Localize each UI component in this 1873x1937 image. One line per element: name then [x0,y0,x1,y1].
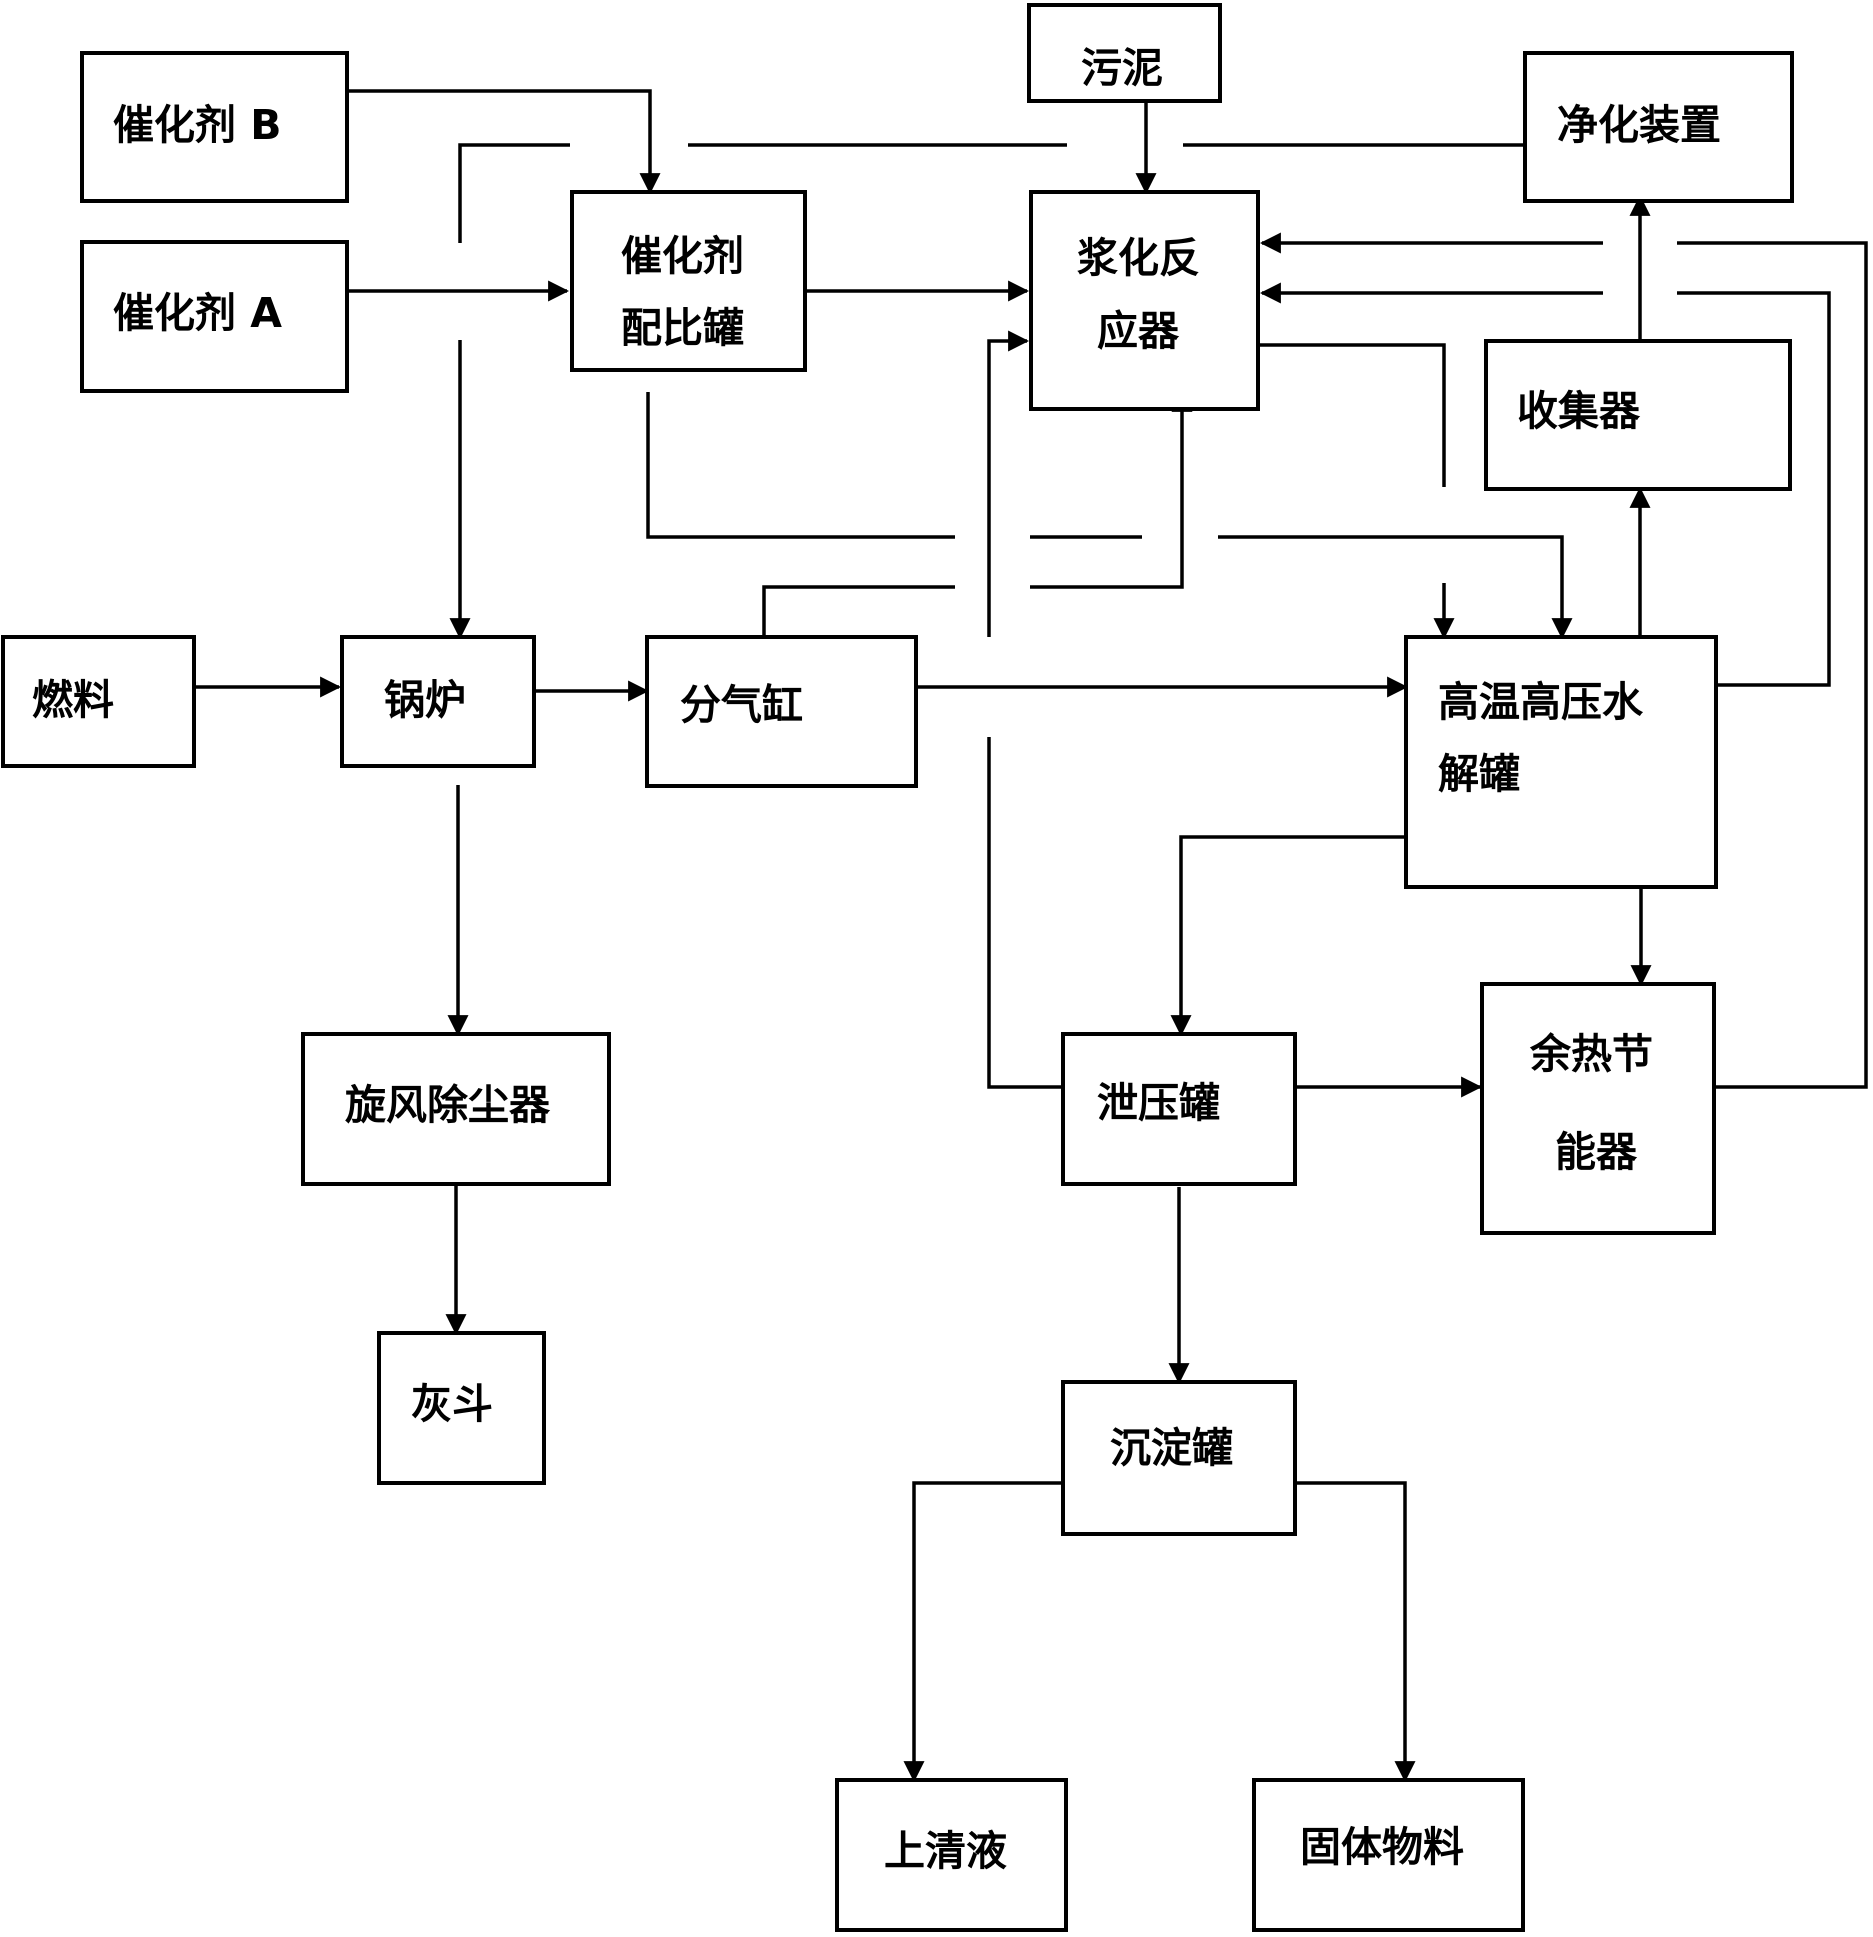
node-catalyst-mixer-label-1: 催化剂 [621,232,744,280]
node-settling-tank: 沉淀罐 [1061,1380,1297,1536]
node-heat-recovery-label-1: 余热节 [1529,1030,1653,1078]
node-steam-header: 分气缸 [645,635,918,788]
line-heat-recovery-to-reactor [1259,232,1868,1089]
node-ash-hopper-label: 灰斗 [411,1380,493,1428]
arrow-hydrolysis-to-flash-tank [1170,835,1406,1037]
node-catalyst-a: 催化剂 A [80,240,349,393]
node-catalyst-a-label: 催化剂 A [113,289,282,337]
node-heat-recovery-label-2: 能器 [1555,1128,1638,1176]
node-supernatant-label: 上清液 [884,1827,1007,1875]
node-sludge: 污泥 [1027,3,1222,103]
node-sludge-label: 污泥 [1081,44,1163,92]
node-slurry-reactor-label-2: 应器 [1097,307,1180,355]
line-hydrolysis-to-reactor [1259,282,1831,687]
node-boiler-label: 锅炉 [384,676,466,724]
node-flash-tank: 泄压罐 [1061,1032,1297,1186]
line-steam-header-to-reactor [762,390,1193,637]
node-purifier: 净化装置 [1523,51,1794,203]
node-collector: 收集器 [1484,339,1792,491]
node-catalyst-b-label: 催化剂 B [113,101,282,149]
arrow-catalyst-b-to-mixer [347,89,661,195]
node-boiler: 锅炉 [340,635,536,768]
node-solids: 固体物料 [1252,1778,1525,1932]
line-mixer-to-hydrolysis [646,392,1573,640]
node-ash-hopper: 灰斗 [377,1331,546,1485]
arrow-settling-to-supernatant [903,1481,1063,1783]
node-slurry-reactor: 浆化反 应器 [1029,190,1260,411]
line-purifier-return [449,143,1525,640]
node-cyclone-label: 旋风除尘器 [345,1081,551,1129]
node-solids-label: 固体物料 [1300,1823,1464,1871]
connectors [194,89,1868,1783]
node-slurry-reactor-label-1: 浆化反 [1077,234,1200,282]
node-fuel: 燃料 [1,635,196,768]
node-hydrolysis-tank: 高温高压水 解罐 [1404,635,1718,889]
node-catalyst-mixer: 催化剂 配比罐 [570,190,807,372]
node-hydrolysis-tank-label-1: 高温高压水 [1438,678,1644,726]
node-steam-header-label: 分气缸 [680,681,803,729]
arrow-settling-to-solids [1295,1481,1416,1783]
line-flash-tank-to-reactor [987,330,1063,1089]
node-settling-tank-label: 沉淀罐 [1110,1424,1233,1472]
node-cyclone: 旋风除尘器 [301,1032,611,1186]
node-flash-tank-label: 泄压罐 [1097,1079,1220,1127]
node-collector-label: 收集器 [1517,387,1641,435]
line-reactor-to-hydrolysis [1258,343,1455,640]
node-catalyst-mixer-label-2: 配比罐 [621,304,744,352]
node-purifier-label: 净化装置 [1557,101,1721,149]
node-catalyst-b: 催化剂 B [80,51,349,203]
node-supernatant: 上清液 [835,1778,1068,1932]
node-heat-recovery: 余热节 能器 [1480,982,1716,1235]
node-fuel-label: 燃料 [32,676,114,724]
node-hydrolysis-tank-label-2: 解罐 [1438,750,1520,798]
